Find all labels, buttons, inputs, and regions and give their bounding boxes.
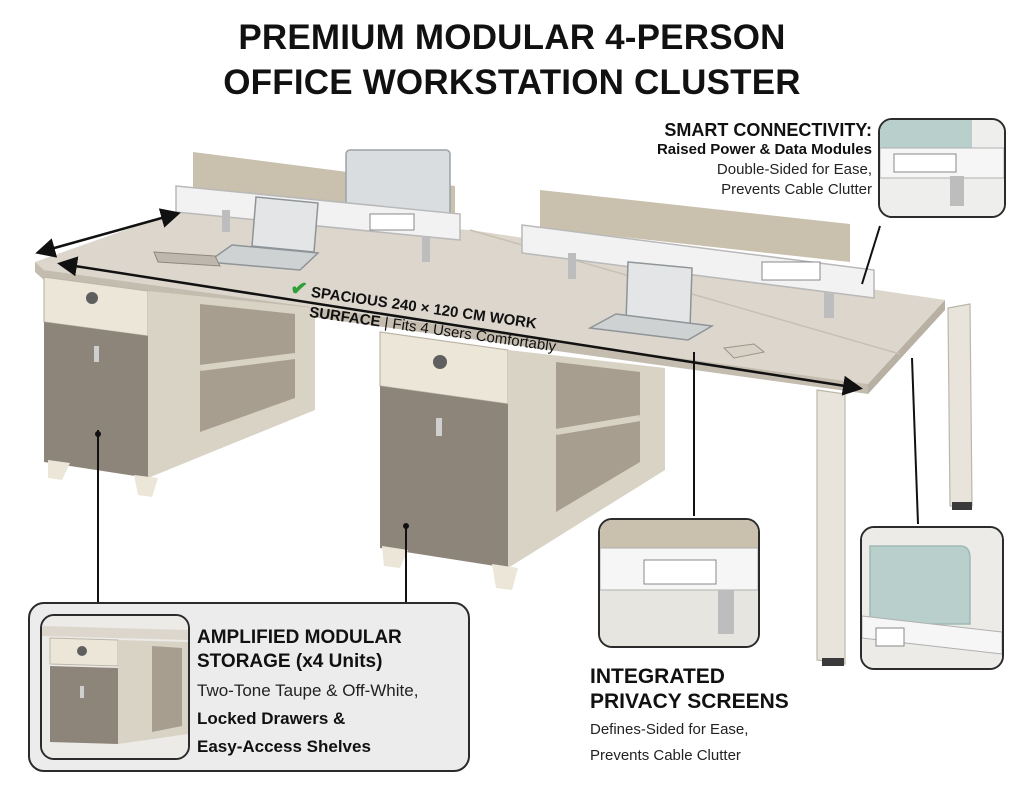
privacy-screens-line-1: Defines-Sided for Ease, — [590, 721, 749, 738]
leader-leg — [911, 357, 919, 525]
title-line-1: PREMIUM MODULAR 4-PERSON — [238, 18, 786, 57]
storage-line-2: Locked Drawers & — [197, 709, 346, 728]
title-line-2: OFFICE WORKSTATION CLUSTER — [223, 63, 801, 102]
thumbnail-storage-pedestal — [40, 614, 190, 760]
storage-callout: AMPLIFIED MODULAR STORAGE (x4 Units) Two… — [197, 626, 418, 758]
table-leg-front — [816, 389, 846, 665]
dimension-arrow-width — [57, 256, 863, 396]
smart-connectivity-line-2: Prevents Cable Clutter — [721, 181, 872, 198]
smart-connectivity-line-1: Double-Sided for Ease, — [716, 161, 872, 178]
privacy-screens-heading-2: PRIVACY SCREENS — [590, 690, 789, 713]
privacy-screens-line-2: Prevents Cable Clutter — [590, 747, 741, 764]
desktop-side — [868, 300, 945, 394]
check-icon: ✔ — [289, 277, 309, 302]
thumbnail-power-rail — [598, 518, 760, 648]
leader-smart — [861, 225, 881, 285]
thumbnail-power-module — [878, 118, 1006, 218]
table-leg-back — [947, 303, 973, 507]
storage-heading-2: STORAGE (x4 Units) — [197, 651, 383, 672]
privacy-screens-heading-1: INTEGRATED — [590, 665, 725, 688]
laptop-left — [251, 196, 319, 253]
storage-heading-1: AMPLIFIED MODULAR — [197, 627, 402, 648]
dimension-arrow-depth — [35, 208, 181, 258]
smart-connectivity-heading: SMART CONNECTIVITY: — [664, 120, 872, 140]
privacy-screen-back-right — [540, 190, 850, 262]
smart-connectivity-subheading: Raised Power & Data Modules — [656, 141, 872, 158]
storage-line-3: Easy-Access Shelves — [197, 737, 371, 756]
storage-line-1: Two-Tone Taupe & Off-White, — [197, 681, 419, 700]
smart-connectivity-callout: SMART CONNECTIVITY: Raised Power & Data … — [657, 120, 872, 200]
thumbnail-frosted-screen — [860, 526, 1004, 670]
privacy-screens-callout: INTEGRATED PRIVACY SCREENS Defines-Sided… — [590, 664, 789, 766]
